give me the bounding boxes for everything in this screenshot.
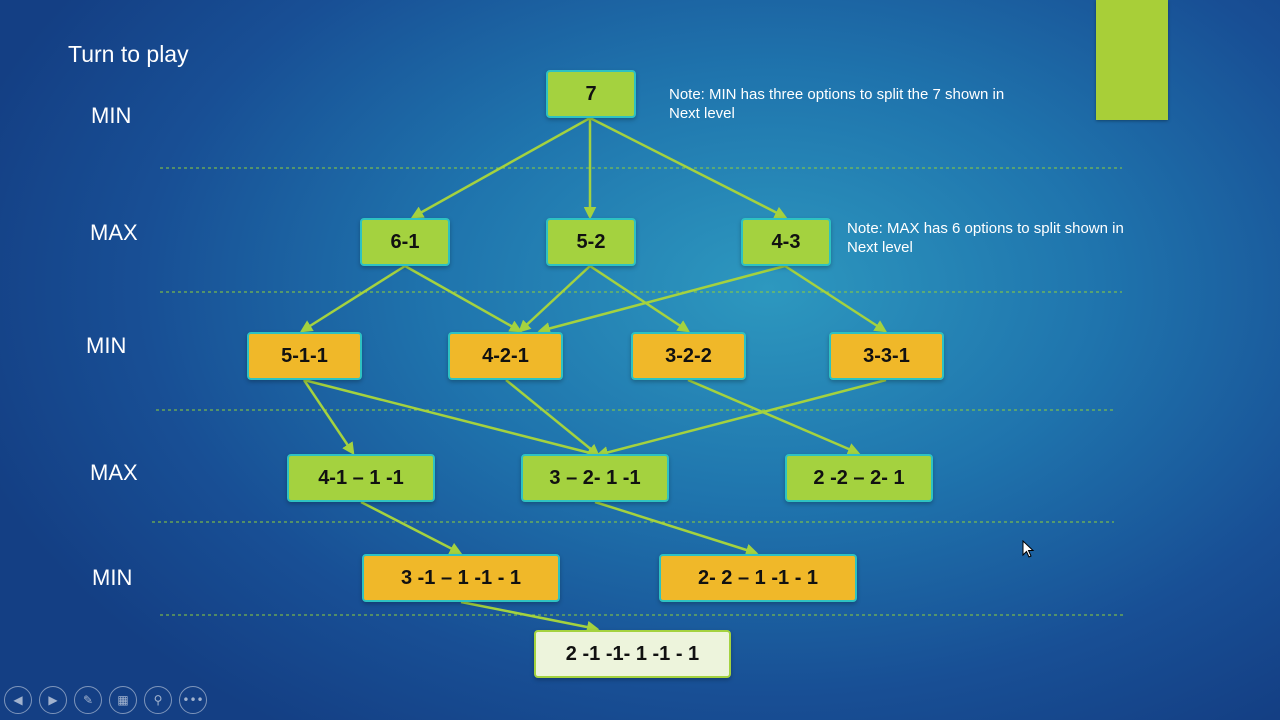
edge-n7-to-n61 [410, 116, 591, 219]
min-note: Note: MIN has three options to split the… [669, 85, 1089, 123]
level-label-max-2: MAX [90, 460, 138, 485]
tree-node-label: 3-3-1 [863, 344, 910, 367]
tree-node-label: 4-1 – 1 -1 [318, 466, 404, 489]
edge-n511-to-n3211 [303, 378, 601, 459]
tree-node-label: 5-1-1 [281, 344, 328, 367]
tree-node-n31111: 3 -1 – 1 -1 - 1 [362, 554, 560, 602]
edge-n331-to-n3211 [595, 378, 887, 459]
tree-node-n3211: 3 – 2- 1 -1 [521, 454, 669, 502]
edge-n7-to-n43 [589, 116, 788, 219]
edge-n322-to-n2221 [687, 378, 861, 455]
edge-n43-to-n421 [537, 264, 786, 335]
slideshow-controls: ◀ ▶ ✎ ▦ ⚲ ••• [4, 686, 207, 714]
tree-node-n421: 4-2-1 [448, 332, 563, 380]
tree-node-label: 3-2-2 [665, 344, 712, 367]
tree-node-n43: 4-3 [741, 218, 831, 266]
mouse-cursor-icon [1022, 540, 1035, 558]
level-label-max-1: MAX [90, 220, 138, 245]
next-slide-button[interactable]: ▶ [39, 686, 67, 714]
tree-node-n52: 5-2 [546, 218, 636, 266]
tree-node-n7: 7 [546, 70, 636, 118]
accent-block [1096, 0, 1168, 120]
level-label-min-3: MIN [92, 565, 133, 590]
tree-node-n4111: 4-1 – 1 -1 [287, 454, 435, 502]
slide-heading: Turn to play [68, 41, 189, 67]
pen-icon: ✎ [82, 693, 94, 707]
arrow-right-icon: ▶ [48, 693, 58, 707]
zoom-button[interactable]: ⚲ [144, 686, 172, 714]
tree-node-label: 4-2-1 [482, 344, 529, 367]
max-note-text: Note: MAX has 6 options to split shown i… [847, 220, 1124, 256]
tree-node-label: 7 [585, 82, 597, 105]
tree-node-n22111: 2- 2 – 1 -1 - 1 [659, 554, 857, 602]
tree-node-n2221: 2 -2 – 2- 1 [785, 454, 933, 502]
more-options-button[interactable]: ••• [179, 686, 207, 714]
min-note-text: Note: MIN has three options to split the… [669, 86, 1005, 122]
grid-icon: ▦ [117, 693, 129, 707]
arrow-left-icon: ◀ [13, 693, 23, 707]
tree-node-n331: 3-3-1 [829, 332, 944, 380]
tree-node-label: 4-3 [771, 230, 801, 253]
edge-n52-to-n421 [518, 265, 591, 333]
tree-node-label: 2 -2 – 2- 1 [813, 466, 905, 489]
tree-node-n211111: 2 -1 -1- 1 -1 - 1 [534, 630, 731, 678]
edge-n52-to-n322 [589, 264, 691, 333]
level-label-min-1: MIN [91, 103, 132, 128]
max-note: Note: MAX has 6 options to split shown i… [847, 219, 1177, 257]
edge-n61-to-n421 [404, 264, 523, 333]
edge-n43-to-n331 [784, 264, 888, 333]
edge-n421-to-n3211 [505, 379, 600, 457]
edge-n31111-to-n211111 [460, 600, 600, 634]
edge-n511-to-n4111 [302, 379, 355, 456]
tree-node-n322: 3-2-2 [631, 332, 746, 380]
pen-tool-button[interactable]: ✎ [74, 686, 102, 714]
edge-n4111-to-n31111 [360, 500, 463, 555]
edge-n61-to-n511 [299, 264, 406, 333]
tree-node-label: 2- 2 – 1 -1 - 1 [697, 566, 819, 589]
tree-node-label: 6-1 [390, 230, 420, 253]
tree-node-label: 2 -1 -1- 1 -1 - 1 [565, 642, 700, 665]
tree-node-n511: 5-1-1 [247, 332, 362, 380]
tree-node-label: 5-2 [576, 230, 606, 253]
tree-node-n61: 6-1 [360, 218, 450, 266]
tree-node-label: 3 -1 – 1 -1 - 1 [400, 566, 522, 589]
edge-n3211-to-n22111 [594, 500, 759, 556]
slide-overview-button[interactable]: ▦ [109, 686, 137, 714]
level-label-min-2: MIN [86, 333, 127, 358]
magnifier-icon: ⚲ [153, 693, 163, 707]
previous-slide-button[interactable]: ◀ [4, 686, 32, 714]
more-icon: ••• [182, 693, 204, 707]
tree-node-label: 3 – 2- 1 -1 [549, 466, 641, 489]
